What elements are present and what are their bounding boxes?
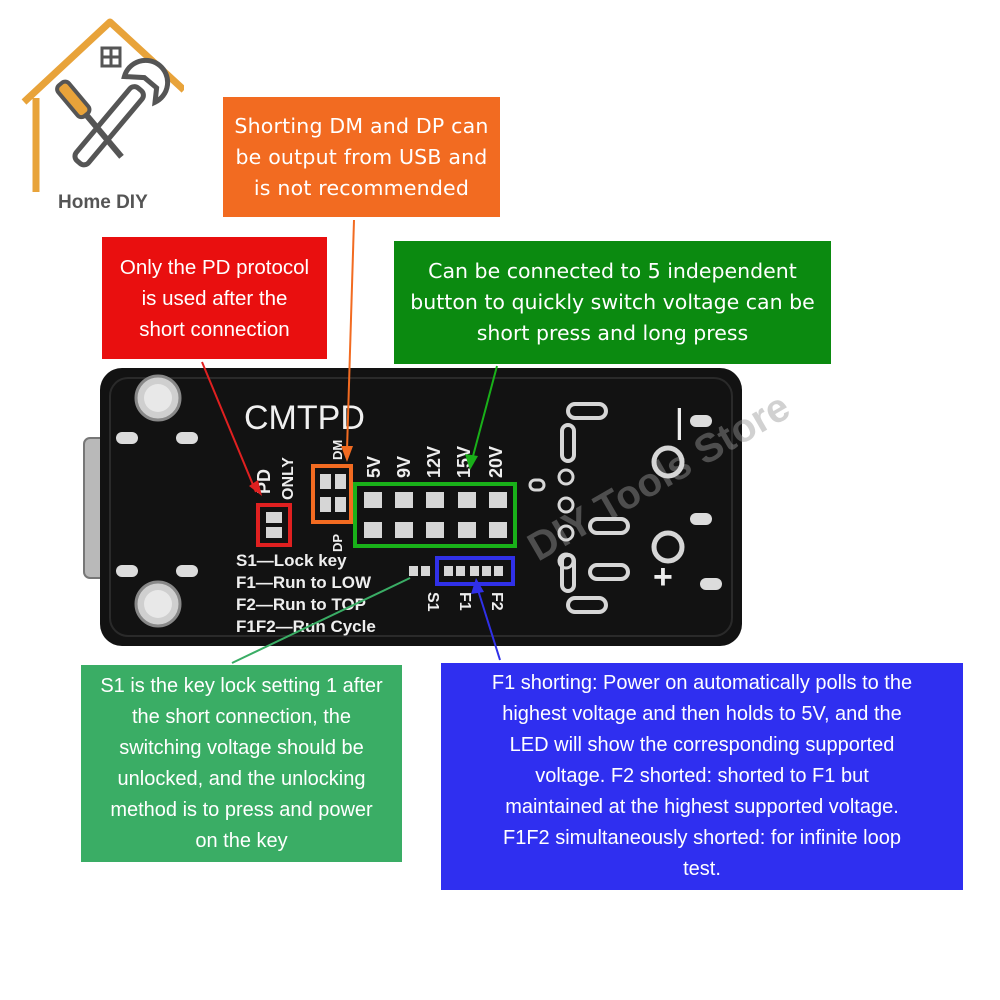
pad-label-f2: F2 xyxy=(488,592,505,611)
terminal-pad xyxy=(651,530,685,564)
callout-f1-f2-line: F1F2 simultaneously shorted: for infinit… xyxy=(503,827,901,849)
label-only: ONLY xyxy=(280,457,297,500)
pad-label-f1: F1 xyxy=(456,592,473,611)
callout-s1-lock-line: S1 is the key lock setting 1 after xyxy=(100,674,383,697)
callout-pd-only-line: short connection xyxy=(139,317,290,341)
voltage-label-12v: 12V xyxy=(424,446,444,478)
callout-s1-lock: S1 is the key lock setting 1 after the s… xyxy=(81,665,402,862)
pointer-orange xyxy=(346,219,355,451)
label-dm: DM xyxy=(330,440,345,460)
callout-dm-dp-line: is not recommended xyxy=(253,175,470,200)
callout-voltage-buttons-line: short press and long press xyxy=(476,321,749,345)
polarity-plus: + xyxy=(653,558,673,596)
callout-voltage-buttons: Can be connected to 5 independent button… xyxy=(394,241,831,364)
callout-f1-f2-line: highest voltage and then holds to 5V, an… xyxy=(502,703,902,725)
callout-s1-lock-line: the short connection, the xyxy=(131,705,352,728)
callout-f1-f2-line: LED will show the corresponding supporte… xyxy=(509,734,895,756)
legend-f1f2: F1F2—Run Cycle xyxy=(236,617,376,636)
callout-s1-lock-line: unlocked, and the unlocking xyxy=(117,767,366,790)
pointer-red xyxy=(201,361,257,493)
board-title: CMTPD xyxy=(244,399,365,437)
logo-house-wrench-icon xyxy=(21,18,184,192)
callout-dm-dp: Shorting DM and DP can be output from US… xyxy=(223,97,500,217)
callout-f1-f2: F1 shorting: Power on automatically poll… xyxy=(441,663,963,890)
logo-text: Home DIY xyxy=(58,192,148,213)
polarity-minus: — xyxy=(659,408,695,440)
callout-pd-only: Only the PD protocol is used after the s… xyxy=(102,237,327,359)
legend-f2: F2—Run to TOP xyxy=(236,595,366,614)
callout-f1-f2-line: F1 shorting: Power on automatically poll… xyxy=(491,672,913,694)
voltage-label-20v: 20V xyxy=(486,446,506,478)
voltage-label-5v: 5V xyxy=(364,456,384,478)
callout-dm-dp-line: be output from USB and xyxy=(235,144,488,169)
pad-label-s1: S1 xyxy=(424,592,441,612)
callout-s1-lock-line: method is to press and power xyxy=(110,798,373,821)
callout-s1-lock-line: switching voltage should be xyxy=(119,736,364,759)
pd-only-pad-marker xyxy=(256,503,292,547)
legend-f1: F1—Run to LOW xyxy=(236,573,372,592)
legend-s1: S1—Lock key xyxy=(236,551,347,570)
pointer-light-green xyxy=(231,577,411,664)
callout-f1-f2-line: maintained at the highest supported volt… xyxy=(505,796,899,818)
callout-f1-f2-line: voltage. F2 shorted: shorted to F1 but xyxy=(535,765,869,787)
terminal-pad xyxy=(651,445,685,479)
pcb-body xyxy=(100,368,742,646)
pointer-blue xyxy=(477,589,501,661)
callout-f1-f2-line: test. xyxy=(683,858,721,880)
callout-s1-lock-line: on the key xyxy=(195,829,288,852)
pointer-green xyxy=(471,365,498,461)
voltage-label-15v: 15V xyxy=(454,446,474,478)
callout-pd-only-line: Only the PD protocol xyxy=(119,255,310,279)
callout-pd-only-line: is used after the xyxy=(141,286,288,310)
voltage-label-9v: 9V xyxy=(394,456,414,478)
callout-dm-dp-line: Shorting DM and DP can xyxy=(234,113,489,138)
dm-dp-pad-marker xyxy=(311,464,353,524)
voltage-button-pads-marker xyxy=(353,482,517,548)
callout-voltage-buttons-line: button to quickly switch voltage can be xyxy=(410,290,815,314)
callout-voltage-buttons-line: Can be connected to 5 independent xyxy=(428,259,797,283)
label-dp: DP xyxy=(330,534,345,552)
